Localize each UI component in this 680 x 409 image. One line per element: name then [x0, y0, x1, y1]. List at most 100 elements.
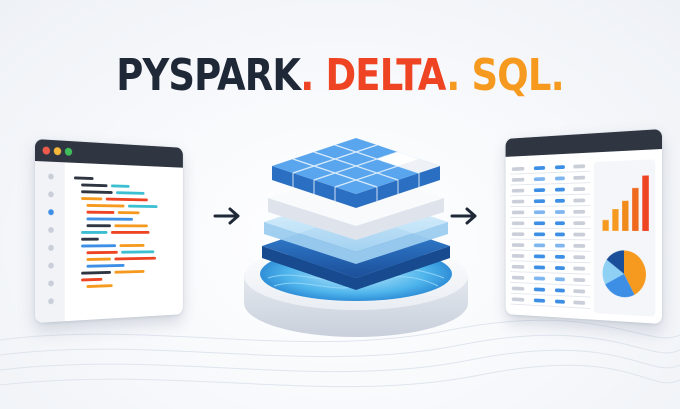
code-line	[81, 277, 103, 282]
table-cell	[511, 243, 525, 247]
table-cell	[554, 176, 565, 181]
table-cell	[573, 221, 586, 226]
table-cell	[554, 232, 565, 237]
bar-chart-icon	[602, 175, 649, 231]
table-cell	[533, 265, 546, 270]
delta-lake-layers-icon	[244, 138, 468, 337]
table-cell	[573, 277, 586, 283]
table-cell	[573, 300, 586, 305]
table-cell	[554, 210, 565, 214]
code-line	[117, 211, 140, 215]
table-cell	[533, 254, 546, 259]
gutter-marker	[48, 244, 54, 251]
table-row-divider	[510, 281, 591, 287]
table-row-divider	[510, 292, 591, 298]
table-row-divider	[510, 205, 591, 208]
table-cell	[511, 221, 525, 226]
table-cell	[573, 198, 586, 203]
table-cell	[554, 299, 565, 304]
bar-chart-bar	[622, 200, 629, 231]
code-line	[105, 197, 148, 202]
bar-chart-bar	[612, 209, 619, 231]
table-cell	[573, 164, 586, 169]
table-cell	[554, 277, 565, 282]
code-line	[110, 231, 150, 234]
code-line	[81, 270, 111, 275]
headline-sql: SQL	[471, 50, 551, 101]
headline-delta: DELTA	[325, 50, 447, 101]
table-row-divider	[510, 238, 591, 241]
code-line	[86, 217, 133, 221]
table-cell	[511, 199, 525, 204]
code-line	[86, 263, 125, 268]
chart-panel	[593, 159, 656, 317]
table-cell	[533, 287, 546, 292]
gutter-marker-active	[48, 209, 54, 216]
table-row-divider	[510, 227, 591, 229]
gutter-marker	[48, 280, 54, 287]
code-gutter	[35, 161, 65, 323]
code-line	[81, 231, 108, 234]
code-line	[86, 210, 115, 214]
table-cell	[573, 232, 586, 237]
table-cell	[554, 254, 565, 259]
gutter-marker	[48, 173, 54, 180]
table-cell	[573, 209, 586, 214]
table-row-divider	[510, 249, 591, 252]
code-line	[81, 244, 117, 248]
table-cell	[511, 188, 525, 193]
table-row-divider	[510, 260, 591, 264]
table-cell	[511, 297, 525, 302]
window-minimize-dot	[53, 147, 62, 156]
headline-dot-1: .	[300, 50, 314, 101]
table-cell	[554, 266, 565, 271]
code-line	[86, 257, 111, 261]
table-cell	[511, 166, 525, 172]
pie-chart-icon	[602, 250, 647, 298]
table-cell	[511, 286, 525, 291]
headline-pyspark: PYSPARK	[116, 50, 301, 101]
arrow-right-icon	[450, 207, 477, 225]
table-cell	[533, 188, 546, 193]
code-editor-icon	[35, 139, 183, 323]
code-line	[110, 184, 130, 188]
arrow-right-icon	[213, 207, 240, 225]
code-line	[114, 270, 145, 274]
code-line	[116, 191, 145, 195]
bar-chart-bar	[632, 187, 639, 231]
code-line	[81, 237, 99, 241]
gutter-marker	[48, 262, 54, 269]
table-cell	[511, 275, 525, 280]
headline-dot-3: .	[550, 50, 565, 101]
gutter-marker	[48, 298, 54, 305]
table-cell	[533, 221, 546, 226]
table-cell	[533, 177, 546, 182]
table-cell	[533, 298, 546, 303]
table-cell	[533, 232, 546, 237]
code-line	[86, 224, 111, 228]
code-line	[81, 197, 103, 201]
code-line	[119, 244, 145, 248]
code-line	[86, 203, 125, 208]
table-cell	[554, 187, 565, 192]
table-cell	[573, 266, 586, 271]
table-row-divider	[510, 193, 591, 197]
code-line	[81, 190, 113, 194]
table-cell	[533, 210, 546, 215]
table-row-divider	[510, 271, 591, 275]
gutter-marker	[48, 191, 54, 198]
pie-chart-slice	[623, 250, 647, 296]
table-cell	[554, 165, 565, 170]
table-cell	[554, 221, 565, 226]
table-cell	[573, 175, 586, 180]
table-cell	[511, 210, 525, 215]
table-cell	[573, 243, 586, 248]
headline-dot-2: .	[446, 50, 460, 101]
table-cell	[573, 255, 586, 260]
table-cell	[511, 254, 525, 258]
table-cell	[533, 276, 546, 281]
dashboard-icon	[505, 129, 662, 324]
pie-chart-slice	[605, 273, 635, 298]
table-cell	[511, 177, 525, 182]
dashboard-titlebar	[505, 129, 662, 157]
